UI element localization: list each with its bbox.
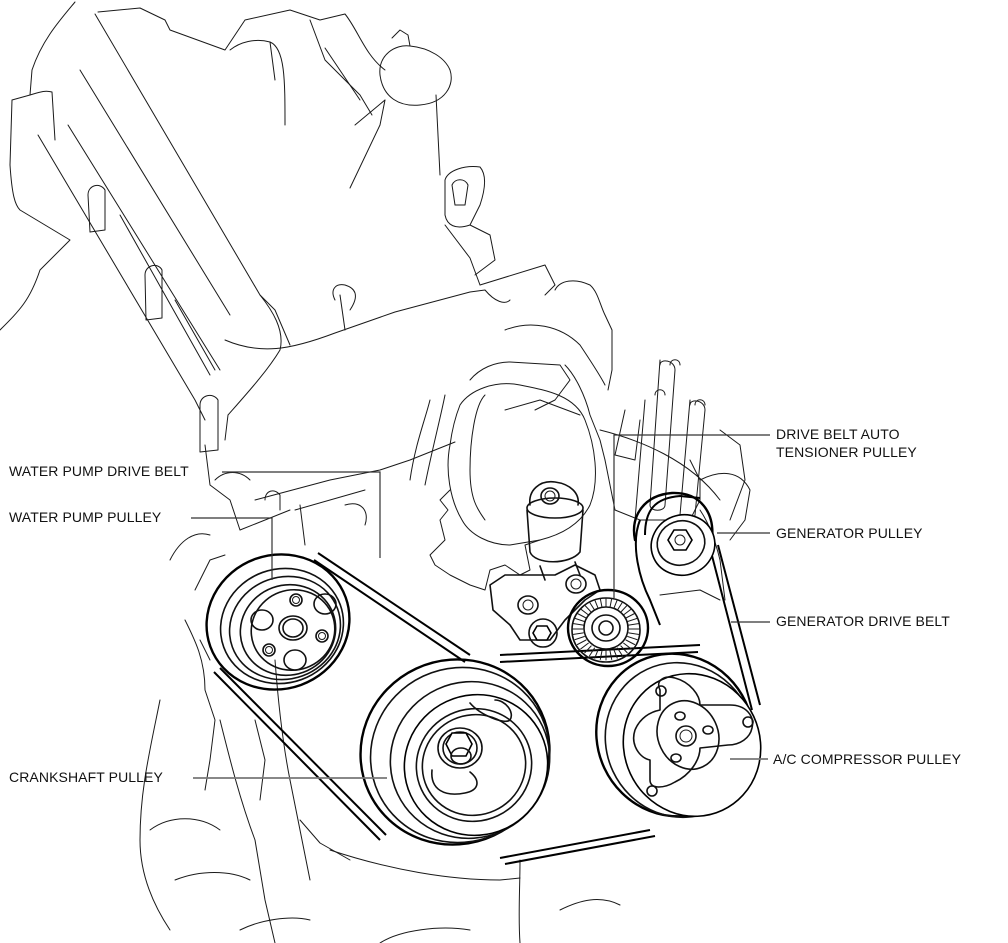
bolt-icon xyxy=(289,593,303,607)
pulley-rib xyxy=(628,632,639,635)
pulley-rib xyxy=(628,623,639,626)
bolt-icon xyxy=(262,643,276,657)
label-generator-pulley: GENERATOR PULLEY xyxy=(776,525,923,541)
pulley-rib xyxy=(594,649,599,659)
pulley-rib xyxy=(574,636,585,641)
pulley-rib xyxy=(623,608,632,616)
pulley-rib xyxy=(599,650,603,661)
pulley-rib xyxy=(617,601,623,611)
pulley-rib xyxy=(620,645,628,654)
pulley-rib xyxy=(627,636,638,641)
pulley-rib xyxy=(620,604,628,613)
pulley-rib xyxy=(573,632,584,635)
bolt-icon xyxy=(315,629,329,643)
pulley-rib xyxy=(627,617,638,622)
pulley-rib xyxy=(576,639,587,645)
label-water-pump-pulley: WATER PUMP PULLEY xyxy=(9,509,162,525)
water-pump-pulley xyxy=(205,553,351,691)
crankshaft-pulley xyxy=(359,658,551,846)
bolt-icon xyxy=(742,716,754,728)
drive-belt-auto-tensioner xyxy=(489,480,650,668)
leader-water-pump-pulley xyxy=(191,517,273,580)
pulley-rib xyxy=(609,597,613,608)
pulley-rib xyxy=(574,617,585,622)
engine-outline xyxy=(0,1,751,943)
label-crankshaft-pulley: CRANKSHAFT PULLEY xyxy=(9,769,163,785)
pulley-rib xyxy=(625,613,636,619)
label-ac-compressor-pulley: A/C COMPRESSOR PULLEY xyxy=(773,751,962,767)
label-generator-drive-belt: GENERATOR DRIVE BELT xyxy=(776,613,950,629)
pulley-rib xyxy=(589,647,595,657)
bolt-icon xyxy=(655,685,667,697)
pulley-rib xyxy=(584,645,592,654)
pulley-rib xyxy=(625,639,636,645)
pulley-rib xyxy=(580,642,589,650)
generator-pulley xyxy=(632,491,716,577)
water-pump-drive-belt xyxy=(213,552,471,841)
bolt-icon xyxy=(646,785,658,797)
pulley-rib xyxy=(584,604,592,613)
pulley-rib xyxy=(580,608,589,616)
pulley-rib xyxy=(623,642,632,650)
ac-compressor-pulley xyxy=(595,652,762,819)
label-tensioner-pulley-line1: DRIVE BELT AUTO xyxy=(776,426,900,442)
label-water-pump-drive-belt: WATER PUMP DRIVE BELT xyxy=(9,463,189,479)
label-tensioner-pulley-line2: TENSIONER PULLEY xyxy=(776,444,917,460)
pulley-rib xyxy=(594,599,599,609)
pulley-rib xyxy=(609,650,613,661)
pulley-rib xyxy=(613,599,618,609)
pulley-rib xyxy=(617,647,623,657)
leader-water-pump-drive-belt xyxy=(222,471,381,558)
pulley-rib xyxy=(613,649,618,659)
pulley-rib xyxy=(576,613,587,619)
leader-tensioner-pulley xyxy=(613,434,770,598)
pulley-rib xyxy=(589,601,595,611)
pulley-rib xyxy=(599,597,603,608)
leader-lines xyxy=(191,434,770,779)
pulley-rib xyxy=(573,623,584,626)
